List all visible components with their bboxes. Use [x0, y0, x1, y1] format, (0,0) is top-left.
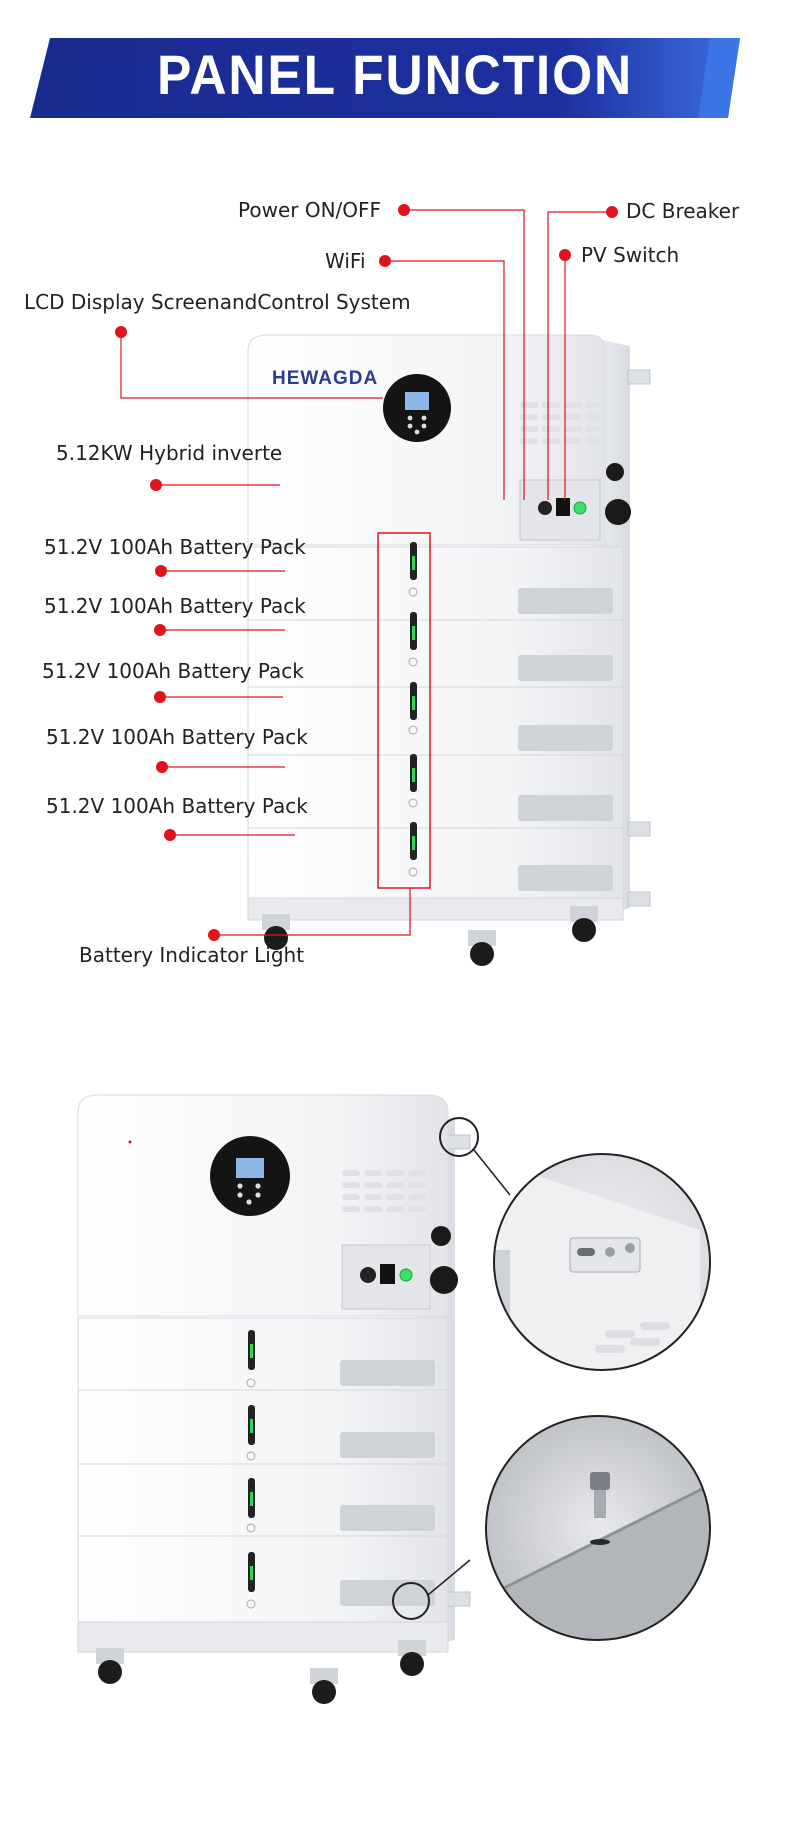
cabinet-front-view: [247, 334, 651, 966]
label-battery-indicator: Battery Indicator Light: [79, 943, 305, 967]
label-lcd-display: LCD Display ScreenandControl System: [24, 290, 411, 314]
label-power-on-off: Power ON/OFF: [238, 198, 382, 222]
callout-markers: [115, 204, 618, 941]
page-title: PANEL FUNCTION DIAGRAM: [156, 43, 634, 171]
title-banner: [30, 38, 740, 118]
label-battery-pack-2: 51.2V 100Ah Battery Pack: [44, 594, 306, 618]
label-dc-breaker: DC Breaker: [626, 199, 740, 223]
label-battery-pack-4: 51.2V 100Ah Battery Pack: [46, 725, 308, 749]
label-battery-pack-5: 51.2V 100Ah Battery Pack: [46, 794, 308, 818]
cabinet-angled-view: [77, 1094, 511, 1704]
bracket-detail-zoom: [493, 1153, 711, 1371]
brand-logo: HEWAGDA: [272, 368, 379, 389]
callout-lines: [120, 209, 612, 936]
label-battery-pack-3: 51.2V 100Ah Battery Pack: [42, 659, 304, 683]
label-battery-pack-1: 51.2V 100Ah Battery Pack: [44, 535, 306, 559]
screw-detail-zoom: [485, 1415, 711, 1641]
label-wifi: WiFi: [325, 249, 366, 273]
label-hybrid-inverter: 5.12KW Hybrid inverte: [56, 441, 283, 465]
label-pv-switch: PV Switch: [581, 243, 680, 267]
